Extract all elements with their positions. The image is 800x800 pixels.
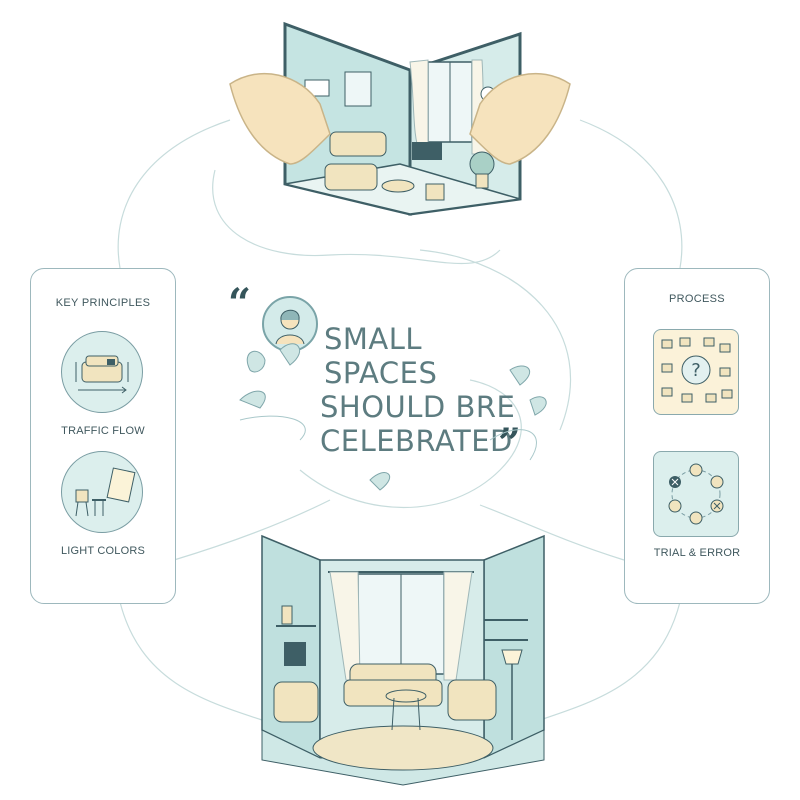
chair-table-light-icon — [61, 451, 143, 533]
quote-line-4: CELEBRATED — [320, 424, 513, 458]
cycle-check-x-icon — [653, 451, 739, 537]
light-colors-label: LIGHT COLORS — [60, 545, 146, 557]
quote-line-3: SHOULD BRE — [320, 390, 516, 424]
quote-block: “ SMALL SPACES SHOULD BRE CELEBRATED ” — [228, 280, 568, 492]
quote-line-1: SMALL — [324, 322, 423, 356]
close-quote-mark: ” — [498, 420, 522, 467]
chairs-question-icon: ? — [653, 329, 739, 415]
key-principles-panel: KEY PRINCIPLES TRAFFIC FLOW LIGHT COLORS — [30, 268, 176, 604]
top-room-illustration — [229, 21, 571, 216]
key-principles-title: KEY PRINCIPLES — [55, 297, 151, 309]
quote-line-2: SPACES — [324, 356, 438, 390]
process-title: PROCESS — [669, 293, 725, 305]
traffic-flow-label: TRAFFIC FLOW — [61, 425, 145, 437]
trial-and-error-label: TRIAL & ERROR — [653, 547, 741, 559]
open-quote-mark: “ — [228, 280, 252, 327]
svg-text:?: ? — [691, 360, 701, 381]
bottom-room-illustration — [261, 534, 545, 786]
process-panel: PROCESS ? TRIAL & ERROR — [624, 268, 770, 604]
leaves-decoration — [239, 343, 547, 491]
sofa-arrows-icon — [61, 331, 143, 413]
avatar — [262, 296, 318, 352]
